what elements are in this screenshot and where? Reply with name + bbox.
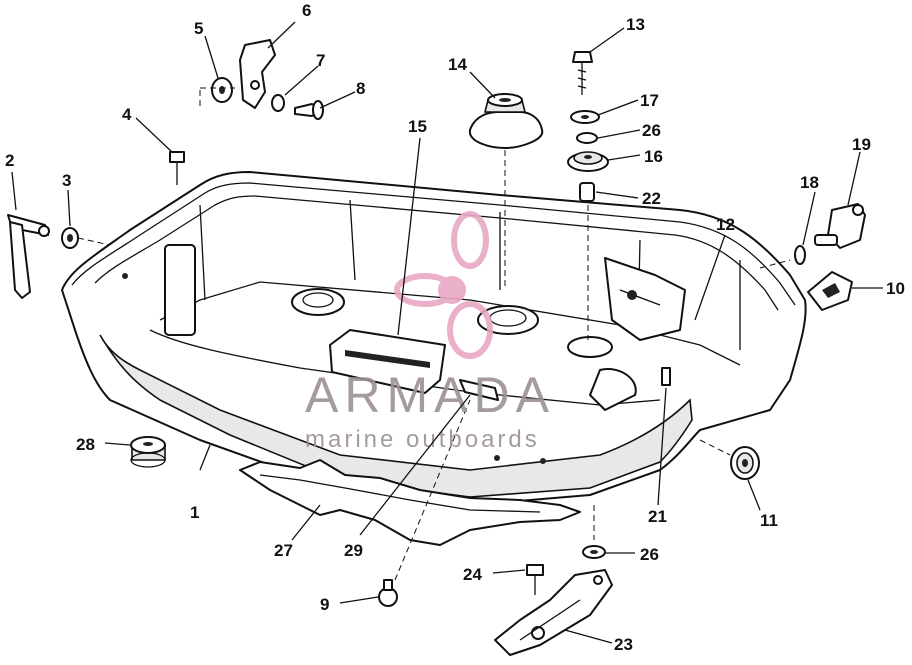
pivot-pin [294,100,324,120]
callout-8: 8 [356,79,365,98]
armada-watermark: ARMADA marine outboards [305,211,555,453]
callout-9: 9 [320,595,329,614]
callout-4: 4 [122,105,132,124]
callout-labels: 1 2 3 4 5 6 7 8 9 10 11 12 13 14 15 16 1… [5,1,905,654]
assembly-lines [77,87,791,581]
retaining-clip [271,94,285,112]
callout-26-top: 26 [642,121,661,140]
callout-11: 11 [760,511,778,530]
support-plate [494,569,613,656]
bolt-13 [572,51,593,95]
washer-17 [570,110,600,124]
seal-gasket [239,459,581,546]
callout-28: 28 [76,435,95,454]
screw-24 [526,564,544,595]
grommet-28 [130,436,166,468]
fuel-fitting [814,203,866,249]
callout-14: 14 [448,55,467,74]
callout-19: 19 [852,135,871,154]
callout-10: 10 [886,279,905,298]
callout-29: 29 [344,541,363,560]
callout-15: 15 [408,117,427,136]
callout-13: 13 [626,15,645,34]
bracket-29 [459,379,499,401]
callout-21: 21 [648,507,667,526]
latch-hook [239,39,276,109]
watermark-brand: ARMADA [305,367,555,423]
leader-lines [11,21,883,644]
callout-6: 6 [302,1,311,20]
washer-26-bottom [582,545,606,559]
callout-1: 1 [190,503,199,522]
grommet-16 [567,151,609,172]
callout-24: 24 [463,565,482,584]
washer-5 [211,77,233,103]
washer-26-top [576,132,598,144]
propeller-logo [394,211,493,359]
callout-18: 18 [800,173,819,192]
washer-3 [61,227,79,249]
callout-16: 16 [644,147,663,166]
callout-7: 7 [316,51,325,70]
rubber-boot [468,93,544,149]
lower-cowl-body [61,171,807,506]
callout-22: 22 [642,189,661,208]
callout-3: 3 [62,171,71,190]
washer-18 [794,245,806,265]
screw-4 [169,151,185,185]
grommet-11 [730,446,760,480]
clip-10 [807,271,853,311]
plug-9 [378,579,398,607]
callout-17: 17 [640,91,659,110]
bushing-22 [579,182,595,202]
watermark-tagline: marine outboards [305,426,540,453]
callout-2: 2 [5,151,14,170]
callout-5: 5 [194,19,203,38]
callout-27: 27 [274,541,293,560]
screw-21 [661,367,671,386]
callout-12: 12 [716,215,735,234]
latch-lever [7,214,50,299]
callout-23: 23 [614,635,633,654]
callout-26-bottom: 26 [640,545,659,564]
